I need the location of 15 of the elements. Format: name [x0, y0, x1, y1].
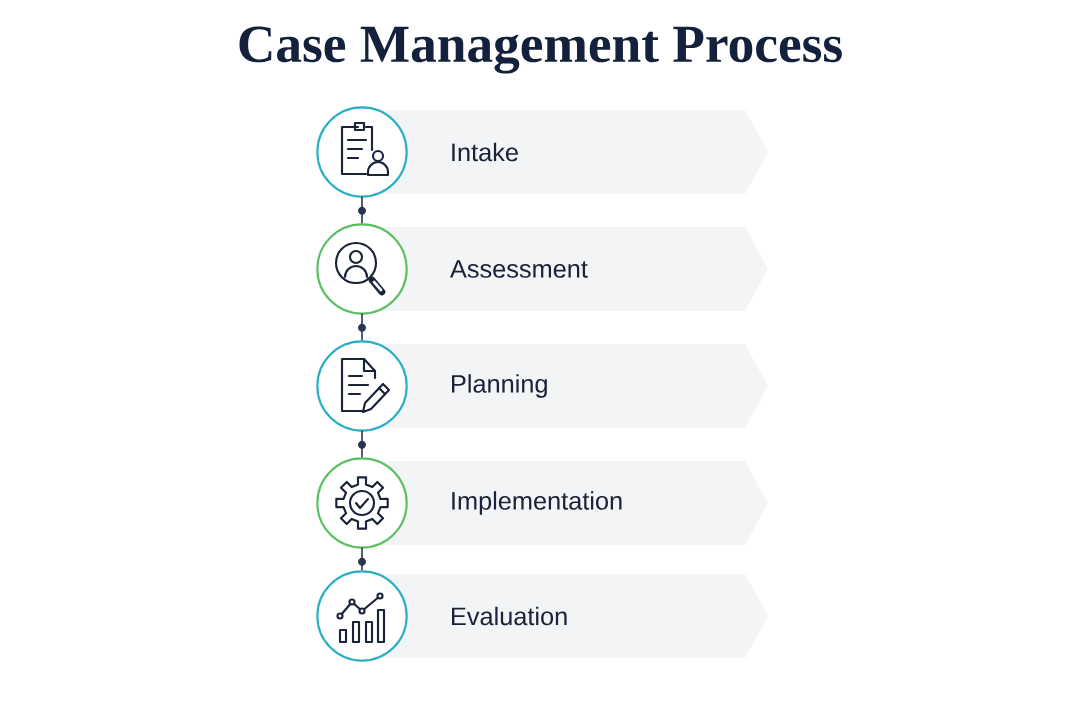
- step-circle: [316, 340, 408, 432]
- step-band: Planning: [380, 344, 768, 428]
- step-band: Assessment: [380, 227, 768, 311]
- step-circle: [316, 223, 408, 315]
- step-band: Evaluation: [380, 574, 768, 658]
- step-band: Intake: [380, 110, 768, 194]
- connector-line: [361, 312, 363, 342]
- step-circle: [316, 570, 408, 662]
- connector-line: [361, 429, 363, 459]
- step-band: Implementation: [380, 461, 768, 545]
- connector-line: [361, 546, 363, 572]
- connector-line: [361, 195, 363, 225]
- step-circle: [316, 106, 408, 198]
- step-circle: [316, 457, 408, 549]
- title: Case Management Process: [239, 26, 842, 74]
